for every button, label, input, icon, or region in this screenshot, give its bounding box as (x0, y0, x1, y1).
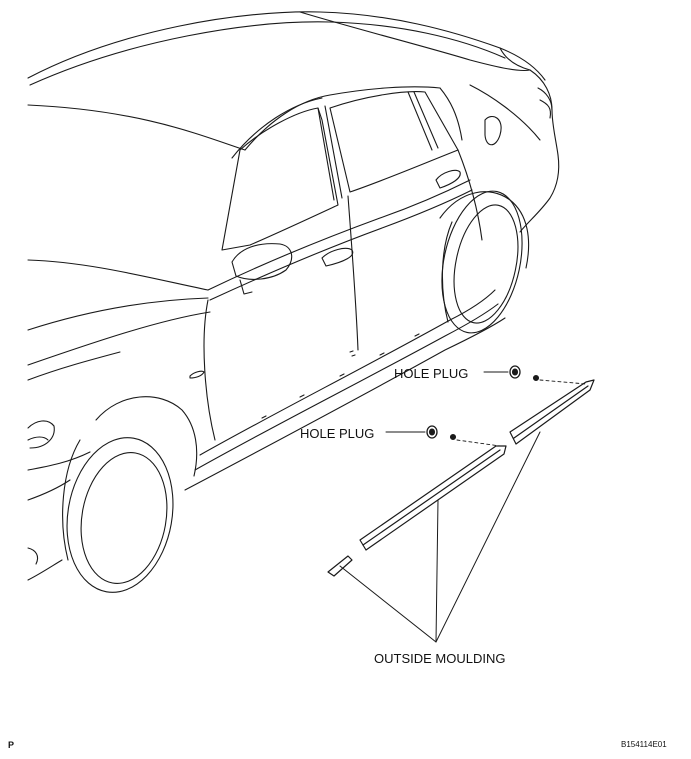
guide-lines (456, 379, 587, 447)
outside-moulding-front-piece (327, 555, 353, 577)
car-hood (27, 259, 211, 381)
outside-moulding-middle-piece (359, 445, 507, 551)
hole-plug-upper-icon (509, 365, 521, 379)
car-body-side (184, 149, 506, 491)
clip-dots (449, 374, 540, 441)
car-roof (27, 11, 546, 151)
moulding-leaders (339, 431, 541, 643)
car-rear (469, 69, 560, 233)
hole-plug-label-lower: HOLE PLUG (300, 426, 375, 441)
outside-moulding-rear-piece (509, 379, 595, 445)
front-wheel (62, 396, 198, 593)
front-end (27, 420, 91, 581)
outside-moulding-label: OUTSIDE MOULDING (374, 651, 506, 666)
hole-plug-lower-icon (426, 425, 438, 439)
corner-mark: P (8, 740, 15, 750)
car-windows (221, 86, 463, 251)
hole-plug-leaders (385, 371, 509, 433)
hole-plug-label-upper: HOLE PLUG (394, 366, 469, 381)
rear-wheel (439, 190, 530, 334)
figure-code: B154114E01 (621, 740, 667, 749)
